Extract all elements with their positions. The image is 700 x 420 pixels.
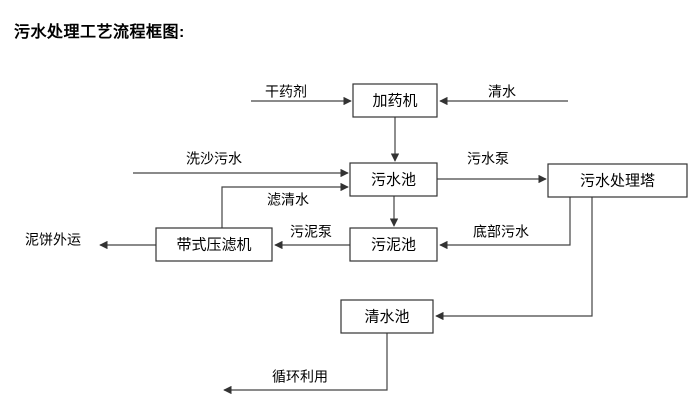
node-dosing-machine-label: 加药机 [372,92,417,109]
edge-label-recycle-use: 循环利用 [272,369,328,385]
edge-label-sewage-pump: 污水泵 [467,151,509,167]
node-dosing-machine[interactable]: 加药机 [352,83,438,118]
node-sludge-pool[interactable]: 污泥池 [349,227,438,262]
connector-treatment-tower-to-clear-pool [435,197,593,321]
edge-label-sand-wash-sewage: 洗沙污水 [186,151,242,167]
node-treatment-tower[interactable]: 污水处理塔 [547,163,688,198]
edge-label-clean-water: 清水 [488,84,516,100]
connector-clear-pool-to-recycle-use [223,333,388,395]
connector-treatment-tower-to-sludge-pool-bottom-sewage [439,197,571,250]
node-sewage-pool[interactable]: 污水池 [349,162,438,197]
node-sludge-pool-label: 污泥池 [371,236,416,253]
terminal-label-mud-cake-out: 泥饼外运 [25,232,81,248]
node-sewage-pool-label: 污水池 [371,171,416,188]
edge-label-bottom-sewage: 底部污水 [473,224,529,240]
node-belt-press-label: 带式压滤机 [176,236,251,253]
edge-label-sludge-pump: 污泥泵 [290,224,332,240]
node-treatment-tower-label: 污水处理塔 [580,172,655,189]
node-clear-pool-label: 清水池 [364,308,409,325]
node-clear-pool[interactable]: 清水池 [340,299,434,334]
page-title: 污水处理工艺流程框图: [14,24,185,41]
connector-belt-press-to-sewage-pool-filtrate [221,182,349,228]
node-belt-press[interactable]: 带式压滤机 [155,227,273,262]
edge-label-dry-reagent: 干药剂 [265,84,307,100]
edge-label-filtrate: 滤清水 [267,192,309,208]
